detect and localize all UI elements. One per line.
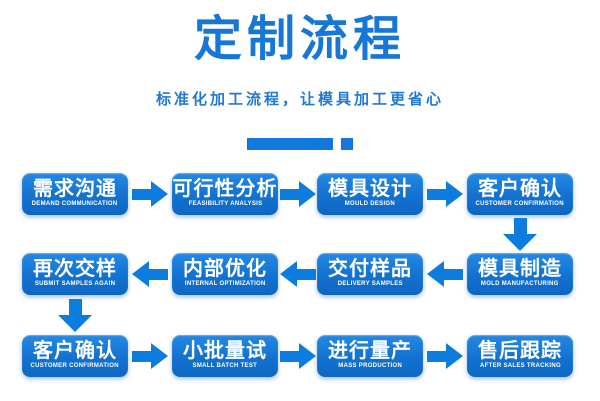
step-submit-samples-again: 再次交样 SUBMIT SAMPLES AGAIN — [22, 253, 128, 295]
arrow-down-icon — [503, 218, 537, 251]
arrow-right-icon — [132, 343, 168, 369]
step-customer-confirmation-2: 客户确认 CUSTOMER CONFIRMATION — [22, 335, 128, 377]
step-mould-design: 模具设计 MOULD DESIGN — [317, 173, 423, 215]
step-label-zh: 模具设计 — [328, 177, 412, 200]
step-label-en: FEASIBILITY ANALYSIS — [188, 199, 262, 207]
step-label-zh: 模具制造 — [478, 257, 562, 280]
step-label-zh: 售后跟踪 — [478, 339, 562, 362]
step-label-zh: 可行性分析 — [172, 177, 278, 200]
arrow-right-icon — [427, 181, 463, 207]
underline-square — [341, 138, 353, 150]
arrow-right-icon — [280, 343, 316, 369]
step-feasibility-analysis: 可行性分析 FEASIBILITY ANALYSIS — [172, 173, 278, 215]
arrow-left-icon — [132, 261, 168, 287]
step-label-en: DEMAND COMMUNICATION — [32, 199, 118, 207]
step-label-en: MASS PRODUCTION — [338, 361, 402, 369]
arrow-left-icon — [280, 261, 316, 287]
page-title: 定制流程 — [193, 13, 406, 66]
arrow-down-icon — [58, 299, 92, 332]
underline-bar — [247, 138, 333, 150]
step-demand-communication: 需求沟通 DEMAND COMMUNICATION — [22, 173, 128, 215]
step-label-en: CUSTOMER CONFIRMATION — [475, 199, 565, 207]
step-label-zh: 客户确认 — [33, 339, 117, 362]
step-label-zh: 内部优化 — [183, 257, 267, 280]
arrow-right-icon — [280, 181, 316, 207]
step-label-en: CUSTOMER CONFIRMATION — [30, 361, 120, 369]
step-label-en: SUBMIT SAMPLES AGAIN — [34, 279, 116, 287]
step-label-en: MOLD MANUFACTURING — [481, 279, 559, 287]
step-small-batch-test: 小批量试 SMALL BATCH TEST — [172, 335, 278, 377]
step-label-en: MOULD DESIGN — [344, 199, 396, 207]
step-label-zh: 小批量试 — [183, 339, 267, 362]
step-internal-optimization: 内部优化 INTERNAL OPTIMIZATION — [172, 253, 278, 295]
step-mold-manufacturing: 模具制造 MOLD MANUFACTURING — [467, 253, 573, 295]
step-label-en: INTERNAL OPTIMIZATION — [184, 279, 266, 287]
step-mass-production: 进行量产 MASS PRODUCTION — [317, 335, 423, 377]
step-label-zh: 客户确认 — [478, 177, 562, 200]
step-label-en: DELIVERY SAMPLES — [337, 279, 403, 287]
step-label-en: SMALL BATCH TEST — [192, 361, 258, 369]
arrow-right-icon — [427, 343, 463, 369]
arrow-right-icon — [132, 181, 168, 207]
step-label-zh: 需求沟通 — [33, 177, 117, 200]
step-customer-confirmation-1: 客户确认 CUSTOMER CONFIRMATION — [467, 173, 573, 215]
step-label-zh: 再次交样 — [33, 257, 117, 280]
step-delivery-samples: 交付样品 DELIVERY SAMPLES — [317, 253, 423, 295]
step-label-zh: 交付样品 — [328, 257, 412, 280]
step-label-zh: 进行量产 — [328, 339, 412, 362]
arrow-left-icon — [427, 261, 463, 287]
step-label-en: AFTER SALES TRACKING — [479, 361, 561, 369]
title-underline-ornament — [0, 138, 600, 150]
page-subtitle: 标准化加工流程，让模具加工更省心 — [155, 91, 444, 108]
step-after-sales-tracking: 售后跟踪 AFTER SALES TRACKING — [467, 335, 573, 377]
